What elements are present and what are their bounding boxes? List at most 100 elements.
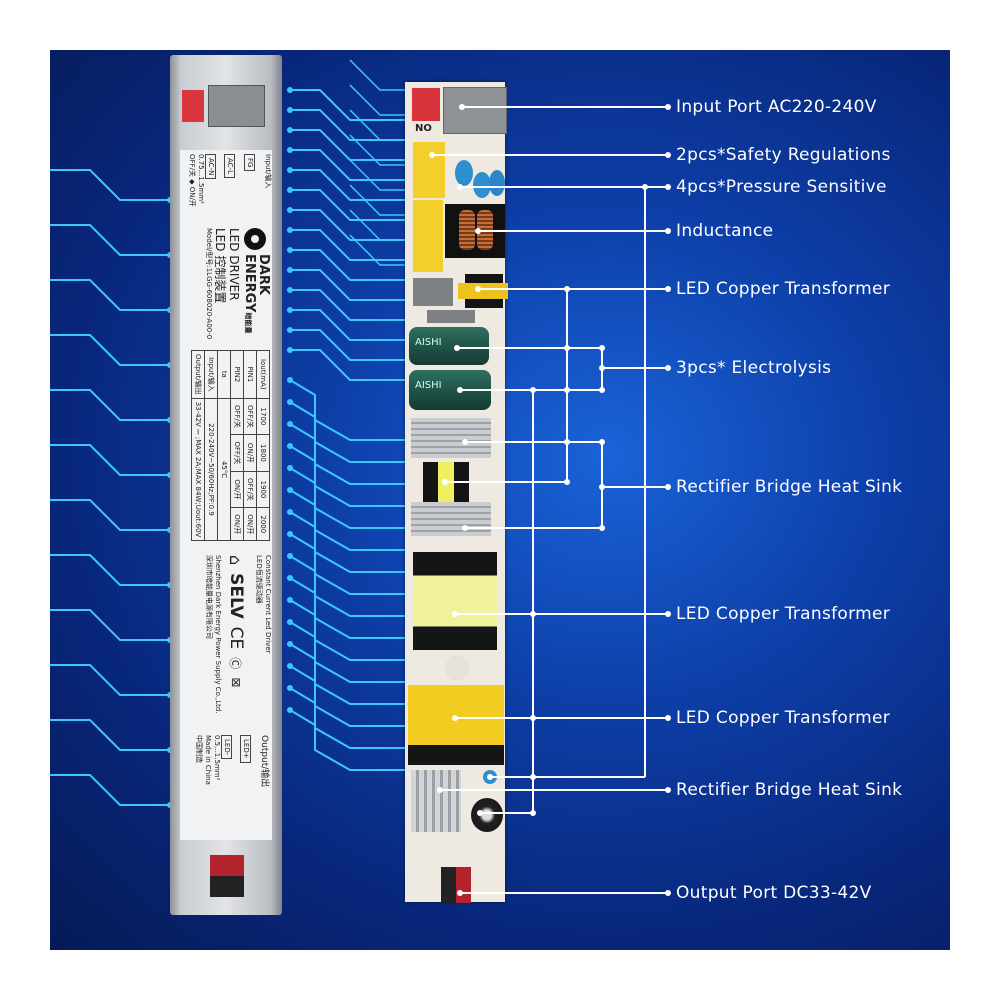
circuit-trace	[349, 59, 405, 91]
circuit-trace	[50, 609, 170, 641]
terminal-fg: FG	[244, 154, 255, 172]
callout-rectifier-heat-sink-2: Rectifier Bridge Heat Sink	[676, 780, 903, 800]
constant-current-text: Constant Current Led Driver	[264, 555, 272, 654]
company-name: Shenzhen Dark Energy Power Supply Co.,Lt…	[214, 555, 222, 714]
circuit-trace	[290, 89, 405, 121]
circuit-trace	[290, 329, 405, 361]
junction-dot	[287, 399, 293, 405]
driver-label: Input/输入 FG AC-L AC-N 0.75...1.5mm² OFF/…	[180, 150, 272, 840]
thermistor	[445, 655, 469, 681]
input-terminal-block	[208, 85, 265, 127]
inductor	[445, 204, 505, 258]
dip-switch	[412, 88, 440, 121]
model-number: Model/型号:1LGG-608020-A00-0	[205, 228, 213, 340]
switch-label: NO	[415, 123, 432, 134]
junction-dot	[287, 641, 293, 647]
junction-dot	[287, 465, 293, 471]
circuit-trace	[289, 709, 405, 771]
circuit-trace	[50, 444, 170, 476]
circuit-trace	[289, 467, 405, 529]
heat-sink	[411, 770, 461, 832]
junction-dot	[287, 575, 293, 581]
brand-line2: ENERGY暗能量	[242, 254, 257, 334]
circuit-background	[50, 59, 405, 808]
junction-dot	[287, 663, 293, 669]
ccc-mark-icon: Ⓒ	[228, 657, 243, 670]
circuit-trace	[289, 511, 405, 573]
product-name: LED DRIVER	[227, 228, 241, 301]
circuit-trace	[290, 349, 405, 381]
junction-dot	[287, 487, 293, 493]
varistor	[455, 160, 473, 186]
constant-current-text-cn: LED恒流驱动器	[255, 555, 263, 604]
junction-dot	[287, 227, 293, 233]
indoor-use-icon: ⌂	[226, 555, 246, 566]
callout-safety-regulations: 2pcs*Safety Regulations	[676, 145, 891, 165]
output-connector	[210, 855, 244, 897]
circuit-trace	[349, 109, 405, 141]
circuit-trace	[290, 289, 405, 321]
circuit-trace	[289, 445, 405, 507]
terminal-ac-n: AC-N	[205, 154, 216, 180]
circuit-trace	[290, 209, 405, 241]
circuit-trace	[290, 129, 405, 161]
safety-capacitor	[413, 200, 443, 272]
input-title: Input/输入	[264, 154, 272, 189]
grey-component	[427, 310, 475, 323]
callout-led-copper-transformer-1: LED Copper Transformer	[676, 279, 891, 299]
junction-dot	[287, 267, 293, 273]
circuit-trace	[50, 224, 170, 256]
y-capacitor	[483, 770, 497, 784]
callout-input-port: Input Port AC220-240V	[676, 97, 877, 117]
junction-dot	[287, 509, 293, 515]
junction-dot	[287, 307, 293, 313]
circuit-trace	[289, 423, 405, 485]
heat-sink	[411, 502, 491, 536]
varistor	[473, 172, 491, 198]
safety-capacitor	[413, 142, 445, 198]
made-in-cn: 中国制造	[195, 735, 203, 763]
circuit-trace	[289, 489, 405, 551]
small-transformer	[458, 283, 508, 299]
output-connector	[441, 867, 471, 903]
callout-led-copper-transformer-2: LED Copper Transformer	[676, 604, 891, 624]
circuit-trace	[290, 109, 405, 141]
junction-dot	[287, 167, 293, 173]
electrolytic-capacitor: AISHI	[409, 370, 491, 410]
circuit-trace	[289, 665, 405, 727]
product-name-cn: LED 控制装置	[213, 228, 227, 304]
circuit-trace	[289, 379, 405, 441]
junction-dot	[287, 147, 293, 153]
circuit-trace	[289, 577, 405, 639]
dark-energy-logo	[244, 228, 267, 250]
junction-dot	[287, 87, 293, 93]
callout-output-port: Output Port DC33-42V	[676, 883, 872, 903]
junction-dot	[287, 107, 293, 113]
pcb-board: NO AISHI AISHI	[405, 82, 508, 903]
circuit-trace	[289, 621, 405, 683]
circuit-trace	[289, 533, 405, 595]
callout-rectifier-heat-sink-1: Rectifier Bridge Heat Sink	[676, 477, 903, 497]
ce-mark: CE	[226, 626, 246, 650]
junction-dot	[287, 287, 293, 293]
circuit-trace	[290, 269, 405, 301]
copper-transformer	[408, 685, 504, 765]
junction-dot	[287, 553, 293, 559]
circuit-trace	[289, 599, 405, 661]
circuit-trace	[50, 279, 170, 311]
junction-dot	[287, 247, 293, 253]
callout-pressure-sensitive: 4pcs*Pressure Sensitive	[676, 177, 887, 197]
circuit-trace	[289, 555, 405, 617]
terminal-led-minus: LED-	[221, 735, 232, 760]
circuit-trace	[349, 84, 405, 116]
output-title: Output/输出	[259, 735, 269, 788]
circuit-trace	[50, 499, 170, 531]
junction-dot	[287, 207, 293, 213]
company-name-cn: 深圳市暗能量电源有限公司	[205, 555, 213, 639]
callout-electrolysis: 3pcs* Electrolysis	[676, 358, 832, 378]
